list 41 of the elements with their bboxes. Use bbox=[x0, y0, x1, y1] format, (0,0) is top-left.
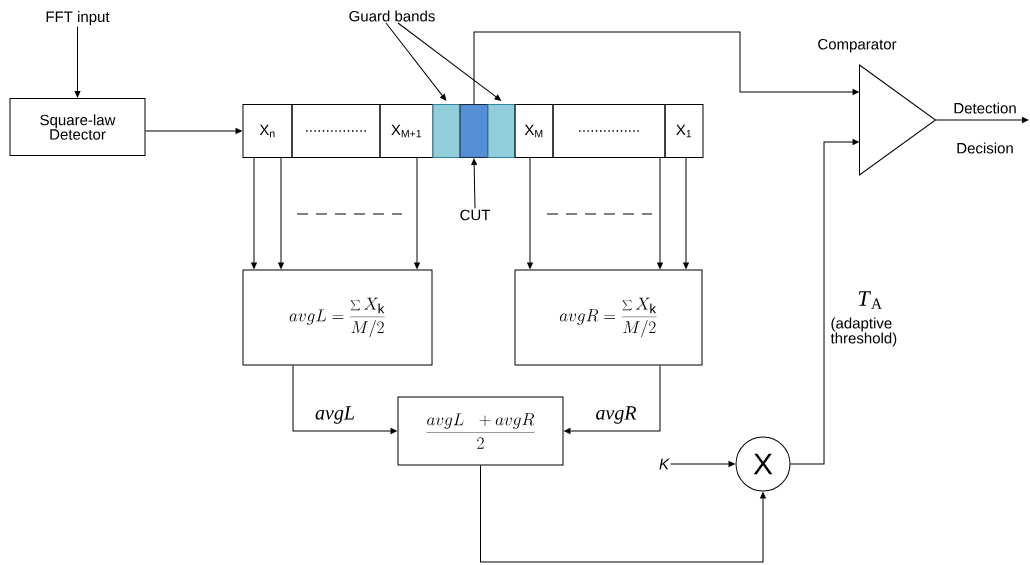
arrow bbox=[74, 26, 81, 98]
arrow bbox=[527, 157, 533, 269]
guard-cell bbox=[432, 104, 461, 158]
formula-box: $avgL=\frac{\sum X_{\mathrm{k}}}{M/2}$ bbox=[242, 269, 433, 366]
label-text: CUT bbox=[460, 209, 491, 221]
arrow bbox=[292, 365, 397, 434]
arrow bbox=[564, 365, 661, 434]
process-box: Square-law Detector bbox=[9, 98, 146, 156]
cell: X$_{1}$ bbox=[664, 104, 704, 158]
arrow bbox=[683, 157, 689, 269]
formula-box: $\frac{avgL\ \ +avgR}{2}$ bbox=[397, 396, 564, 466]
arrow bbox=[935, 117, 1029, 123]
arrow bbox=[385, 22, 447, 101]
edge-label: Detection Decision bbox=[954, 102, 1016, 154]
arrow bbox=[670, 461, 735, 467]
cell: ............... bbox=[552, 104, 666, 158]
formula-box: $avgR=\frac{\sum X_{\mathrm{k}}}{M/2}$ bbox=[514, 269, 703, 366]
label-text: FFT input bbox=[46, 11, 110, 25]
node-label: Comparator bbox=[818, 38, 897, 53]
arrow bbox=[414, 157, 420, 269]
input-label: K bbox=[659, 458, 670, 470]
arrow bbox=[471, 158, 477, 209]
cell: X$_{n}$ bbox=[242, 104, 293, 158]
arrow bbox=[145, 128, 242, 134]
arrow bbox=[473, 31, 859, 105]
label-text: (adaptive threshold) bbox=[830, 317, 897, 347]
edge-label: avgR bbox=[596, 406, 637, 424]
label-text: Guard bands bbox=[349, 10, 435, 22]
arrow bbox=[397, 22, 501, 101]
cell: X$_{M}$ bbox=[514, 104, 554, 158]
edge-label: avgL bbox=[315, 406, 355, 424]
arrow bbox=[278, 157, 284, 269]
arrow bbox=[790, 139, 859, 465]
cut-cell bbox=[459, 104, 489, 158]
arrow bbox=[480, 465, 766, 563]
comparator-triangle: Comparator bbox=[818, 38, 936, 176]
guard-cell bbox=[487, 104, 516, 158]
arrow bbox=[657, 157, 663, 269]
cell: ............... bbox=[291, 104, 381, 158]
arrow bbox=[251, 157, 257, 269]
edge-label: T$_{A}$ bbox=[858, 291, 882, 309]
